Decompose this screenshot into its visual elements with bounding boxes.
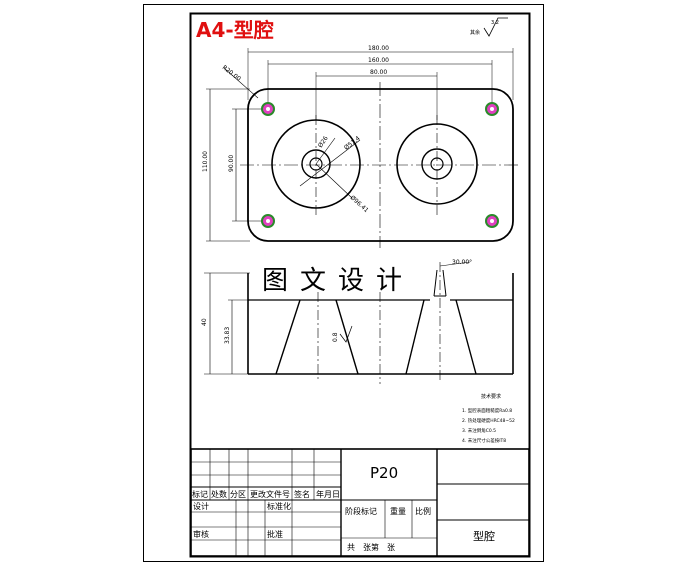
dim-height-outer: 110.00 [202,151,209,172]
outer-border [143,4,544,562]
bolt-hole-tl [261,102,275,116]
dim-section-depth: 33.83 [224,327,231,344]
tb-check: 审核 [193,529,209,539]
dim-corner-radius: R20.00 [221,64,242,83]
watermark-text: 图文设计 [262,266,415,296]
bolt-hole-br [485,214,499,228]
tb-header-count: 处数 [211,489,227,499]
tb-header-mark: 标记 [192,489,208,499]
dim-hole-span: 160.00 [368,57,389,64]
drawing-title: A4-型腔 [196,18,274,42]
note-1: 1. 型腔表面粗糙度Ra0.8 [462,407,512,414]
left-cavity-inner [309,157,323,171]
right-cavity-outer [396,123,478,205]
tb-header-change-doc: 更改文件号 [250,489,290,499]
note-4: 4. 未注尺寸公差按IT8 [462,437,506,444]
roughness-value: 3.2 [491,20,499,26]
tb-sheets: 共 张第 张 [347,542,395,552]
roughness-symbol [483,17,508,37]
tb-stage-mark: 阶段标记 [345,506,377,516]
dim-dia-outer: Ø96.41 [349,194,370,214]
right-cavity-inner [430,157,444,171]
part-name: 型腔 [473,530,495,543]
dim-height-inner: 90.00 [228,155,235,172]
bolt-holes [261,102,499,228]
bolt-hole-bl [261,214,275,228]
note-2: 2. 热处理硬度HRC48~52 [462,417,515,424]
left-cavity-mid [301,149,331,179]
dim-dia-small: Ø26 [317,135,330,149]
part-number: P20 [370,464,399,482]
dim-section-total: 40 [201,318,208,326]
title-block [190,448,530,557]
tb-scale: 比例 [415,506,431,516]
roughness-label: 其余 [470,29,480,36]
tb-header-signature: 签名 [294,489,310,499]
tb-approve: 批准 [267,529,283,539]
tb-weight: 重量 [390,506,406,516]
tb-header-date: 年月日 [316,489,340,499]
tb-design: 设计 [193,501,209,511]
plan-view [206,48,520,248]
tb-standardize: 标准化 [267,501,291,511]
bolt-hole-tr [485,102,499,116]
dim-cavity-span: 80.00 [370,69,387,76]
right-cavity-mid [421,148,453,180]
tb-header-zone: 分区 [230,490,246,499]
dim-side-angle: 30.00° [452,259,472,266]
notes-title: 技术要求 [481,393,501,400]
dim-overall-width: 180.00 [368,45,389,52]
note-3: 3. 未注倒角C0.5 [462,427,496,434]
dim-draft: 0.8 [332,332,339,342]
section-view [204,261,514,384]
dim-dia-large: Ø51.4 [343,135,362,152]
